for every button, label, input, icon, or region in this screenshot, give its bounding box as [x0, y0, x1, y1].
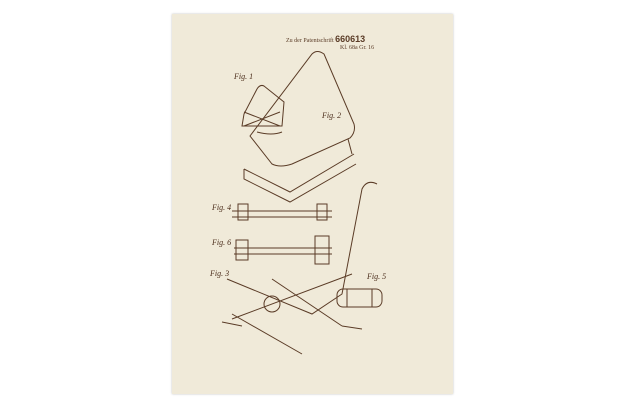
fig-3-chair-side-drawing — [221, 181, 378, 355]
fig-1-label: Fig. 1 — [234, 72, 254, 81]
fig-5-label: Fig. 5 — [367, 272, 387, 281]
fig-1-chair-drawing — [241, 84, 285, 127]
fig-2-chair-frame-drawing — [243, 51, 357, 203]
patent-number: 660613 — [335, 34, 366, 44]
fig-6-label: Fig. 6 — [212, 238, 232, 247]
fig-2-label: Fig. 2 — [322, 111, 342, 120]
chair-drawings — [221, 51, 383, 355]
patent-header: Zu der Patentschrift 660613 — [286, 34, 365, 44]
patent-drawing-sheet: Zu der Patentschrift 660613 Kl. 68a Gr. … — [172, 14, 453, 394]
fig-3-label: Fig. 3 — [210, 269, 230, 278]
fig-4-hinge-drawing — [232, 203, 332, 221]
fig-4-label: Fig. 4 — [212, 203, 232, 212]
fig-5-tube-drawing — [336, 288, 383, 308]
patent-class: Kl. 68a Gr. 16 — [340, 45, 375, 51]
header-prefix: Zu der Patentschrift — [286, 38, 334, 44]
fig-6-joint-drawing — [234, 235, 332, 265]
